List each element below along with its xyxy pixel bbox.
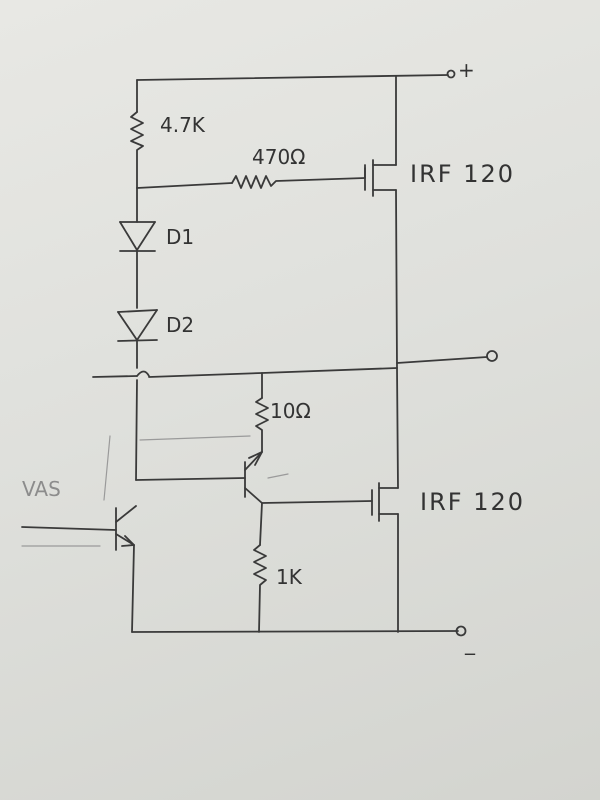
- label-r-top: 4.7K: [160, 113, 206, 137]
- erased-stroke-1: [139, 435, 251, 441]
- diode-d2: [117, 309, 158, 342]
- top-rail-wire: [136, 74, 449, 81]
- diode-d1: [119, 221, 156, 252]
- gate-wire-left: [136, 182, 233, 189]
- resistor-4k7: [130, 111, 144, 189]
- crossing-hop: [136, 370, 150, 377]
- middle-rail: [148, 367, 398, 378]
- label-q-bottom: IRF 120: [420, 488, 525, 516]
- output-terminal: [486, 350, 498, 362]
- stray-lead: [92, 375, 138, 378]
- label-d1: D1: [166, 225, 194, 249]
- transistor-vas: [115, 505, 137, 551]
- left-wire-vas: [135, 379, 138, 481]
- label-minus: _: [464, 631, 476, 655]
- erased-stroke-2: [267, 473, 289, 479]
- mosfet-bottom: [371, 482, 399, 522]
- label-r-gate: 470Ω: [252, 145, 305, 169]
- label-plus: +: [458, 58, 475, 82]
- label-r-bottom: 1K: [276, 565, 303, 589]
- vas-to-driver-base: [135, 477, 246, 481]
- vas-emitter-down: [131, 544, 135, 633]
- resistor-1k: [253, 544, 267, 633]
- negative-terminal: [455, 625, 467, 637]
- positive-terminal: [446, 69, 456, 79]
- right-rail-mid: [395, 189, 398, 369]
- label-r-emitter: 10Ω: [270, 399, 311, 423]
- transistor-driver: [244, 451, 263, 504]
- label-vas: VAS: [22, 477, 61, 501]
- resistor-470: [231, 175, 366, 189]
- vas-base-input: [21, 526, 117, 531]
- label-q-top: IRF 120: [410, 160, 515, 188]
- gate-wire-lower: [261, 500, 373, 504]
- resistor-10ohm: [255, 397, 269, 453]
- erased-stroke-3: [103, 435, 111, 501]
- right-rail-lower-top: [396, 367, 399, 489]
- wire-1k-top: [259, 502, 263, 546]
- bottom-rail: [131, 630, 459, 633]
- label-d2: D2: [166, 313, 194, 337]
- mosfet-top: [364, 159, 397, 197]
- output-wire: [396, 356, 488, 364]
